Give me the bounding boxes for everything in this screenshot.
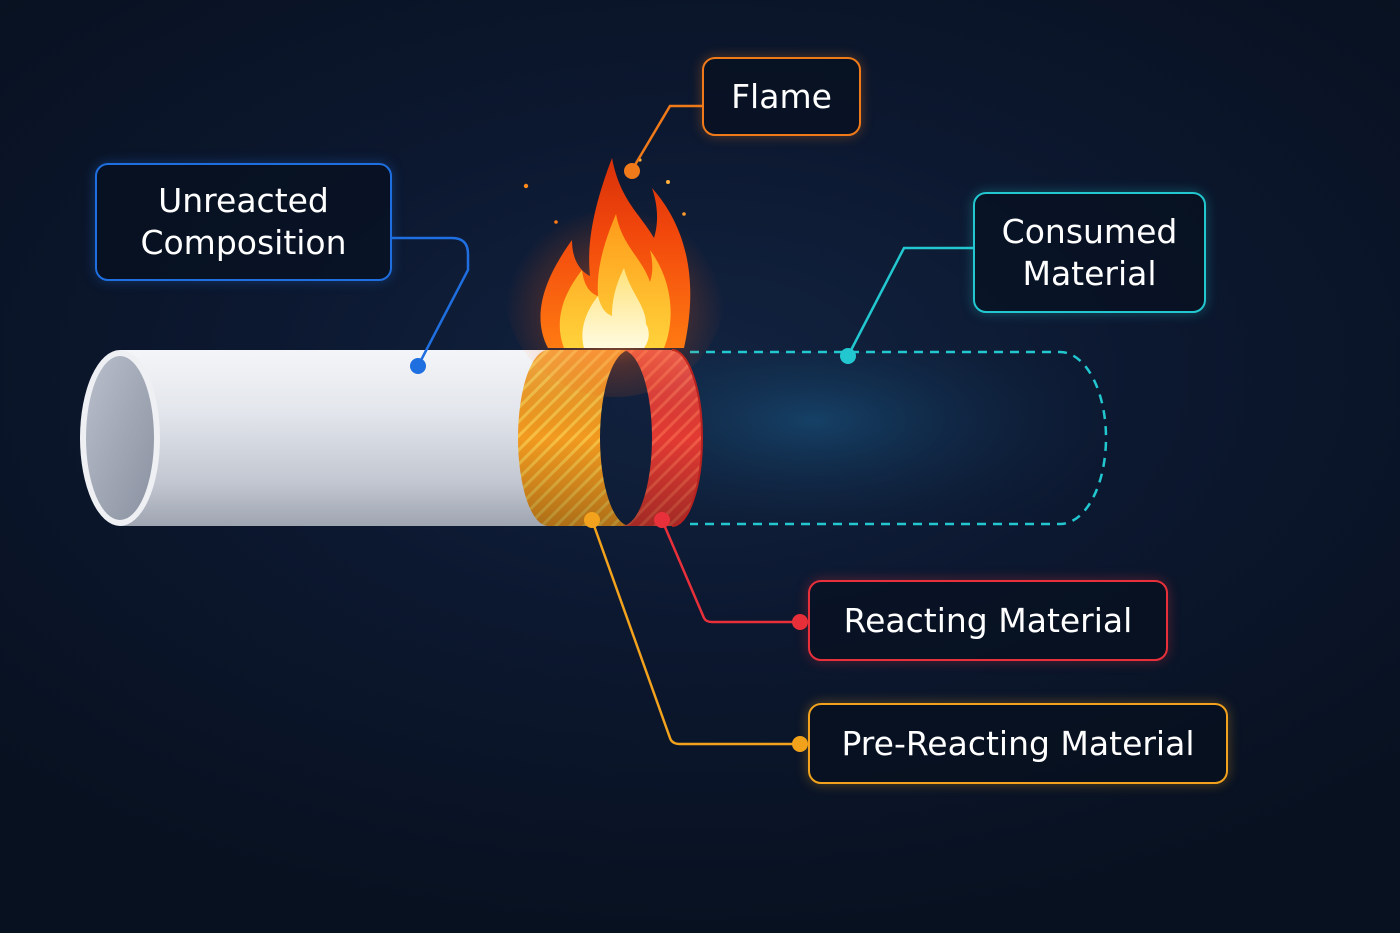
- unreacted-label-line2: Composition: [140, 223, 347, 262]
- pre-reacting-material-label: Pre-Reacting Material: [808, 703, 1228, 784]
- reacting-material-label: Reacting Material: [808, 580, 1168, 661]
- consumed-material-label: Consumed Material: [973, 192, 1206, 313]
- flame-leader: [624, 104, 702, 179]
- flame-icon: [505, 158, 725, 397]
- unreacted-label-line1: Unreacted: [158, 181, 329, 220]
- reacting-leader: [654, 512, 808, 630]
- consumed-label-line1: Consumed: [1001, 211, 1178, 251]
- unreacted-composition-label: Unreacted Composition: [95, 163, 392, 281]
- unreacted-rod: [80, 350, 560, 526]
- consumed-region: [690, 350, 1108, 526]
- flame-label: Flame: [702, 57, 861, 136]
- consumed-label-line2: Material: [1022, 253, 1157, 293]
- pre-reacting-label-text: Pre-Reacting Material: [841, 723, 1195, 763]
- pre-reacting-leader: [584, 512, 808, 752]
- unreacted-leader: [392, 236, 470, 374]
- reacting-label-text: Reacting Material: [843, 600, 1133, 640]
- flame-label-text: Flame: [731, 76, 832, 116]
- consumed-leader: [840, 246, 973, 364]
